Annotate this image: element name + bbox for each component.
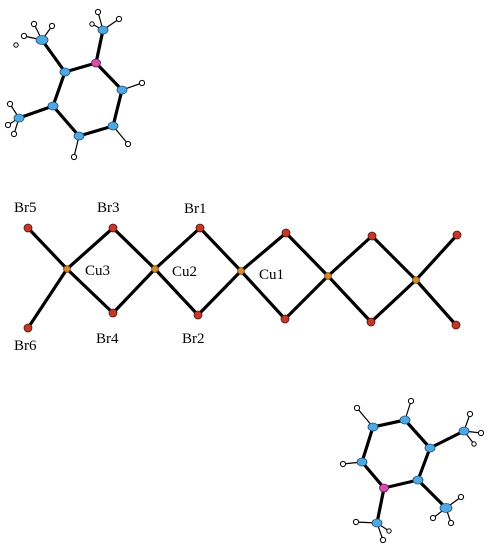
h-atom-icon (353, 404, 361, 412)
h-atom-icon (138, 79, 146, 87)
chain-bonds (26, 226, 459, 330)
br-atom-icon (280, 314, 290, 324)
n-atom-icon (91, 58, 101, 68)
c-atom-icon (356, 457, 368, 467)
label-cu1: Cu1 (259, 267, 284, 283)
h-atom-icon (30, 20, 38, 28)
c-atom-icon (458, 426, 470, 436)
c-atom-icon (73, 131, 85, 141)
cu-atom-icon (237, 267, 245, 275)
h-atom-icon (466, 410, 474, 418)
br-atom-icon (281, 228, 291, 238)
cu-br-chain: Br5 Br3 Br1 Br6 Br4 Br2 Cu3 Cu2 Cu1 (14, 200, 462, 354)
cation-bottom-bonds (360, 418, 466, 525)
br-atom-icon (108, 308, 118, 318)
h-atom-icon (94, 8, 102, 16)
c-atom-icon (367, 422, 379, 432)
label-cu2: Cu2 (172, 264, 197, 280)
cu-atom-icon (324, 272, 332, 280)
c-atom-icon (116, 85, 128, 95)
br-atom-icon (23, 223, 33, 233)
h-atom-icon (89, 21, 95, 27)
h-atom-icon (70, 153, 78, 161)
br-atom-icon (366, 317, 376, 327)
label-br6: Br6 (14, 338, 37, 354)
h-atom-icon (20, 32, 28, 40)
c-atom-icon (424, 443, 436, 453)
copper-atoms (63, 265, 420, 284)
h-atom-icon (352, 518, 360, 526)
c-atom-icon (371, 518, 383, 528)
br-atom-icon (23, 323, 33, 333)
h-atom-icon (115, 15, 123, 23)
c-atom-icon (13, 113, 25, 123)
c-atom-icon (107, 121, 119, 131)
cation-bottom-atoms (339, 397, 485, 544)
label-br4: Br4 (96, 331, 119, 347)
cu-atom-icon (412, 276, 420, 284)
c-atom-icon (412, 475, 424, 485)
c-atom-icon (439, 503, 453, 513)
h-atom-icon (457, 493, 465, 501)
cation-top-atoms (4, 8, 146, 161)
label-br1: Br1 (184, 201, 207, 217)
h-atom-icon (407, 397, 415, 405)
br-atom-icon (193, 310, 203, 320)
h-atom-icon (6, 100, 14, 108)
h-atom-icon (339, 460, 347, 468)
label-br5: Br5 (14, 200, 37, 216)
h-atom-icon (10, 130, 18, 138)
n-atom-icon (379, 483, 389, 493)
h-atom-icon (13, 42, 19, 48)
h-atom-icon (124, 140, 132, 148)
h-atom-icon (4, 121, 12, 129)
h-atom-icon (48, 22, 56, 30)
cu-atom-icon (63, 265, 71, 273)
br-atom-icon (451, 320, 461, 330)
organic-cation-top (4, 8, 146, 161)
h-atom-icon (471, 441, 477, 447)
h-atom-icon (429, 514, 437, 522)
h-atom-icon (379, 536, 387, 544)
br-atom-icon (367, 231, 377, 241)
label-cu3: Cu3 (85, 263, 110, 279)
h-atom-icon (447, 519, 455, 527)
c-atom-icon (59, 67, 71, 77)
bromine-atoms (23, 223, 462, 333)
label-br3: Br3 (97, 200, 120, 216)
cation-bottom-h-bonds (342, 400, 482, 541)
h-atom-icon (386, 528, 392, 534)
c-atom-icon (47, 101, 59, 111)
cation-top-bonds (17, 28, 124, 138)
c-atom-icon (35, 35, 49, 45)
cu-atom-icon (151, 265, 159, 273)
br-atom-icon (195, 223, 205, 233)
br-atom-icon (452, 230, 462, 240)
br-atom-icon (108, 223, 118, 233)
organic-cation-bottom (339, 397, 485, 544)
label-br2: Br2 (182, 331, 205, 347)
c-atom-icon (97, 25, 109, 35)
h-atom-icon (477, 429, 485, 437)
atom-labels: Br5 Br3 Br1 Br6 Br4 Br2 Cu3 Cu2 Cu1 (14, 200, 284, 354)
c-atom-icon (399, 415, 411, 425)
